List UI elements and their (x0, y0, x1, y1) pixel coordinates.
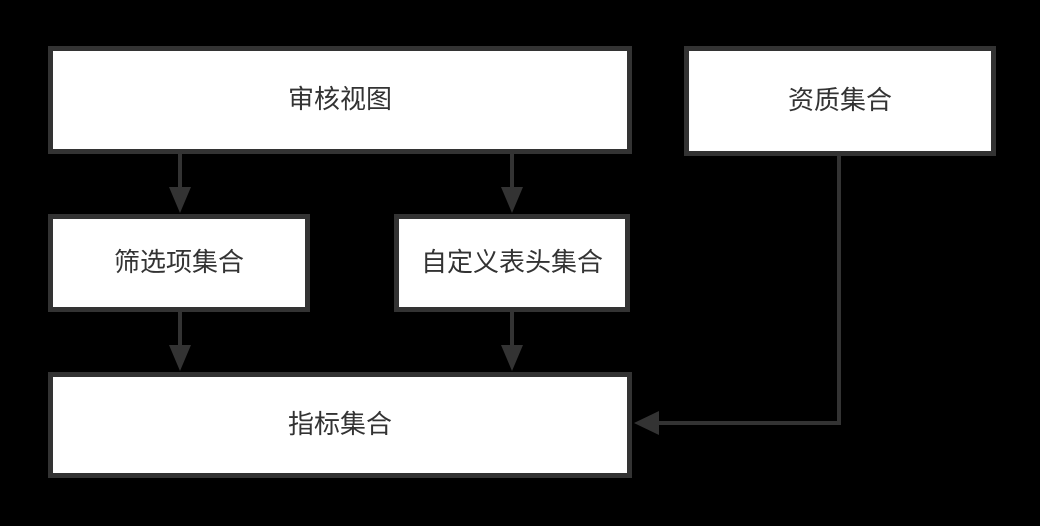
node-audit-view-label: 审核视图 (287, 84, 392, 115)
node-qualification-set-label: 资质集合 (787, 85, 892, 116)
edge-filter-to-indicator-arrow (169, 311, 191, 371)
node-filter-options-set[interactable]: 筛选项集合 (48, 214, 310, 312)
node-filter-options-set-label: 筛选项集合 (113, 247, 244, 278)
node-audit-view[interactable]: 审核视图 (48, 46, 632, 154)
node-indicator-set[interactable]: 指标集合 (48, 372, 632, 478)
node-qualification-set[interactable]: 资质集合 (684, 46, 996, 156)
node-indicator-set-label: 指标集合 (287, 409, 392, 440)
edge-qualification-to-indicator-arrow (634, 156, 841, 435)
edge-header-to-indicator-arrow (501, 311, 523, 371)
edge-audit-to-header-arrow (501, 154, 523, 213)
node-custom-header-set[interactable]: 自定义表头集合 (394, 214, 630, 312)
node-custom-header-set-label: 自定义表头集合 (420, 247, 603, 278)
edge-audit-to-filter-arrow (169, 154, 191, 213)
